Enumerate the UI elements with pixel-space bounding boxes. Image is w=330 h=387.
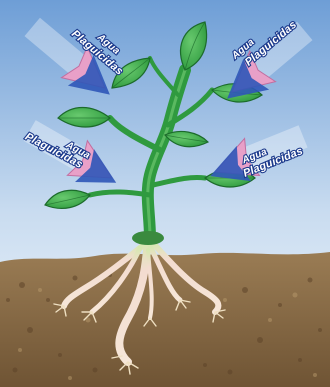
stem-base — [132, 231, 164, 245]
